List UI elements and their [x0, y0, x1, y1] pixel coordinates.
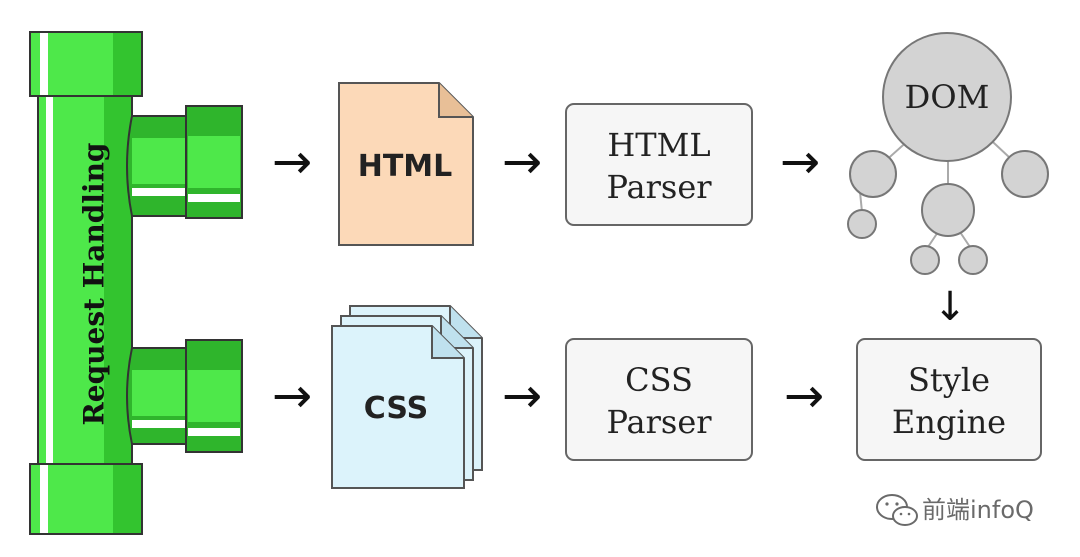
style-engine-line1: Style — [908, 361, 990, 399]
pipe-branch-lower — [126, 339, 243, 453]
wechat-icon — [876, 494, 918, 526]
css-document-label: CSS — [364, 391, 428, 426]
css-parser-line2: Parser — [606, 403, 712, 441]
dom-child-node-center — [921, 183, 975, 237]
dom-leaf-node-left — [847, 209, 877, 239]
arrow-parser-to-style-engine: → — [784, 368, 824, 424]
arrow-pipe-to-html: → — [272, 134, 312, 190]
css-parser-box: CSS Parser — [565, 338, 753, 461]
dom-leaf-node-center-right — [958, 245, 988, 275]
html-document: HTML — [338, 82, 474, 246]
watermark: 前端infoQ — [876, 494, 1034, 526]
html-parser-line1: HTML — [607, 126, 710, 164]
arrow-css-to-parser: → — [502, 368, 542, 424]
html-parser-box: HTML Parser — [565, 103, 753, 226]
dom-tree: DOM — [847, 32, 1049, 275]
dom-child-node-left — [849, 150, 897, 198]
arrow-dom-to-style-engine: ↓ — [933, 284, 967, 330]
css-document-stack: CSS — [331, 305, 483, 489]
style-engine-box: Style Engine — [856, 338, 1042, 461]
dom-label: DOM — [905, 78, 990, 116]
arrow-pipe-to-css: → — [272, 368, 312, 424]
html-parser-line2: Parser — [606, 168, 712, 206]
pipe-branch-upper — [126, 105, 243, 219]
style-engine-line2: Engine — [892, 403, 1006, 441]
pipe-label: Request Handling — [78, 142, 111, 425]
dom-leaf-node-center-left — [910, 245, 940, 275]
arrow-html-to-parser: → — [502, 134, 542, 190]
dom-root-node — [882, 32, 1012, 162]
css-parser-line1: CSS — [625, 361, 693, 399]
watermark-text: 前端infoQ — [922, 496, 1034, 524]
arrow-parser-to-dom: → — [780, 134, 820, 190]
html-document-label: HTML — [358, 149, 453, 184]
dom-child-node-right — [1001, 150, 1049, 198]
request-handling-pipe: Request Handling — [29, 31, 243, 535]
